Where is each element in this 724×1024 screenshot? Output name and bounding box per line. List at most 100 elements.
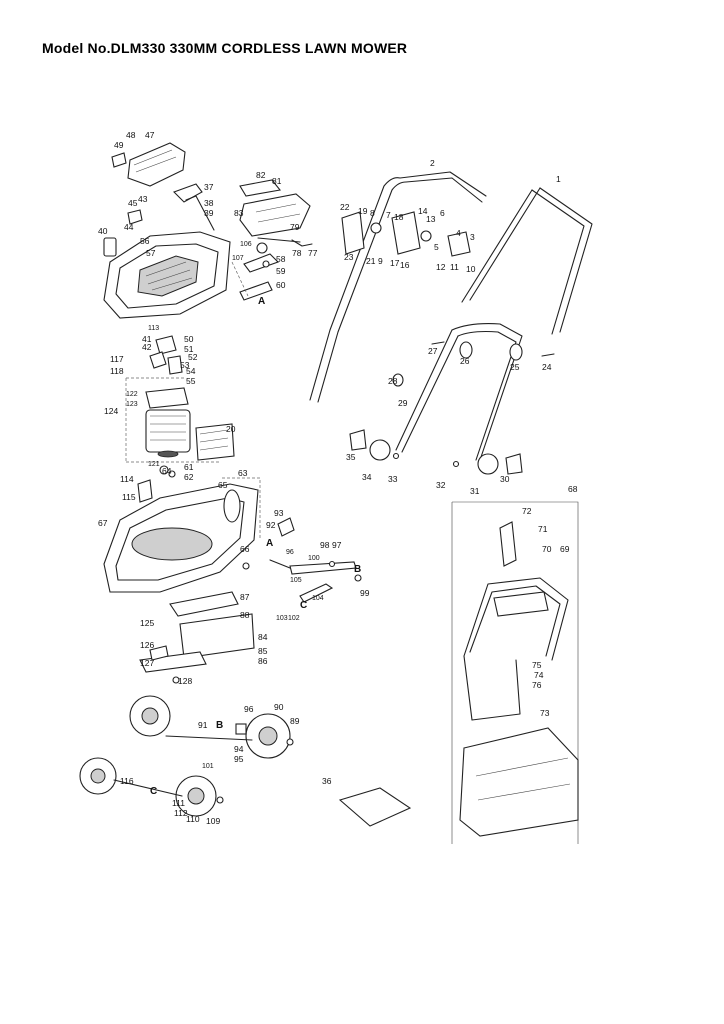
label-81: 81 xyxy=(272,176,282,186)
label-54: 54 xyxy=(186,366,196,376)
label-102: 102 xyxy=(288,615,300,622)
label-50: 50 xyxy=(184,334,194,344)
letter-b-low: B xyxy=(216,720,223,731)
label-89: 89 xyxy=(290,716,300,726)
label-59: 59 xyxy=(276,266,286,276)
label-113: 113 xyxy=(148,325,159,332)
label-117: 117 xyxy=(110,354,124,364)
label-62: 62 xyxy=(184,472,194,482)
label-12: 12 xyxy=(436,262,446,272)
label-116: 116 xyxy=(120,776,134,786)
label-123: 123 xyxy=(126,401,138,408)
label-53: 53 xyxy=(180,360,190,370)
label-74: 74 xyxy=(534,670,544,680)
label-103: 103 xyxy=(276,615,288,622)
page-title: Model No.DLM330 330MM CORDLESS LAWN MOWE… xyxy=(42,40,408,56)
label-51: 51 xyxy=(184,344,194,354)
label-88: 88 xyxy=(240,610,250,620)
label-31: 31 xyxy=(470,486,480,496)
label-48: 48 xyxy=(126,130,136,140)
label-71: 71 xyxy=(538,524,548,534)
label-57: 57 xyxy=(146,248,156,258)
label-83: 83 xyxy=(234,208,244,218)
label-112: 112 xyxy=(174,808,188,818)
label-27: 27 xyxy=(428,346,438,356)
label-111: 111 xyxy=(172,798,185,808)
label-104: 104 xyxy=(312,595,324,602)
label-28: 28 xyxy=(388,376,398,386)
letter-b-mid: B xyxy=(354,564,361,575)
label-16: 16 xyxy=(400,260,410,270)
label-21: 21 xyxy=(366,256,376,266)
label-43: 43 xyxy=(138,194,148,204)
label-30: 30 xyxy=(500,474,510,484)
label-121: 121 xyxy=(148,461,160,468)
label-35: 35 xyxy=(346,452,356,462)
label-49: 49 xyxy=(114,140,124,150)
label-98: 98 xyxy=(320,540,330,550)
label-100: 100 xyxy=(308,555,320,562)
label-107: 107 xyxy=(232,255,244,262)
label-14: 14 xyxy=(418,206,428,216)
label-55: 55 xyxy=(186,376,196,386)
label-72: 72 xyxy=(522,506,532,516)
label-52: 52 xyxy=(188,352,198,362)
label-11: 11 xyxy=(450,262,459,272)
grass-box xyxy=(338,501,579,844)
label-79: 79 xyxy=(290,222,300,232)
label-7: 7 xyxy=(386,210,391,220)
label-94: 94 xyxy=(234,744,244,754)
letter-a-top: A xyxy=(258,296,265,307)
label-45: 45 xyxy=(128,198,138,208)
label-2: 2 xyxy=(430,158,435,168)
label-99: 99 xyxy=(360,588,370,598)
letter-c-low: C xyxy=(150,786,157,797)
label-56: 56 xyxy=(140,236,150,246)
label-124: 124 xyxy=(104,406,118,416)
label-106: 106 xyxy=(240,241,252,248)
label-20: 20 xyxy=(226,424,236,434)
label-58: 58 xyxy=(276,254,286,264)
label-6: 6 xyxy=(440,208,445,218)
label-34: 34 xyxy=(362,472,372,482)
label-93: 93 xyxy=(274,508,284,518)
label-29: 29 xyxy=(398,398,408,408)
label-5: 5 xyxy=(434,242,439,252)
label-19: 19 xyxy=(358,206,368,216)
label-128: 128 xyxy=(178,676,192,686)
label-85: 85 xyxy=(258,646,268,656)
label-63: 63 xyxy=(238,468,248,478)
label-109: 109 xyxy=(206,816,220,826)
label-115: 115 xyxy=(122,492,136,502)
label-41: 41 xyxy=(142,334,152,344)
letter-c-mid: C xyxy=(300,600,307,611)
label-22: 22 xyxy=(340,202,350,212)
label-18: 18 xyxy=(394,212,404,222)
label-42: 42 xyxy=(142,342,152,352)
label-23: 23 xyxy=(344,252,354,262)
label-32: 32 xyxy=(436,480,446,490)
label-73: 73 xyxy=(540,708,550,718)
label-86: 86 xyxy=(258,656,268,666)
label-126: 126 xyxy=(140,640,154,650)
wheels xyxy=(79,695,294,817)
label-75: 75 xyxy=(532,660,542,670)
label-39: 39 xyxy=(204,208,214,218)
label-91: 91 xyxy=(198,720,208,730)
label-64: 64 xyxy=(162,466,172,476)
part-labels: 48 47 49 82 81 37 38 39 83 79 45 43 40 4… xyxy=(98,130,578,826)
label-66: 66 xyxy=(240,544,250,554)
label-38: 38 xyxy=(204,198,214,208)
label-44: 44 xyxy=(124,222,134,232)
label-37: 37 xyxy=(204,182,214,192)
label-4: 4 xyxy=(456,228,461,238)
label-118: 118 xyxy=(110,366,124,376)
label-114: 114 xyxy=(120,474,134,484)
letter-a-mid: A xyxy=(266,538,273,549)
handle-assembly xyxy=(309,171,593,475)
battery-cover-assembly xyxy=(111,142,311,237)
label-84: 84 xyxy=(258,632,268,642)
label-82: 82 xyxy=(256,170,266,180)
label-36: 36 xyxy=(322,776,332,786)
